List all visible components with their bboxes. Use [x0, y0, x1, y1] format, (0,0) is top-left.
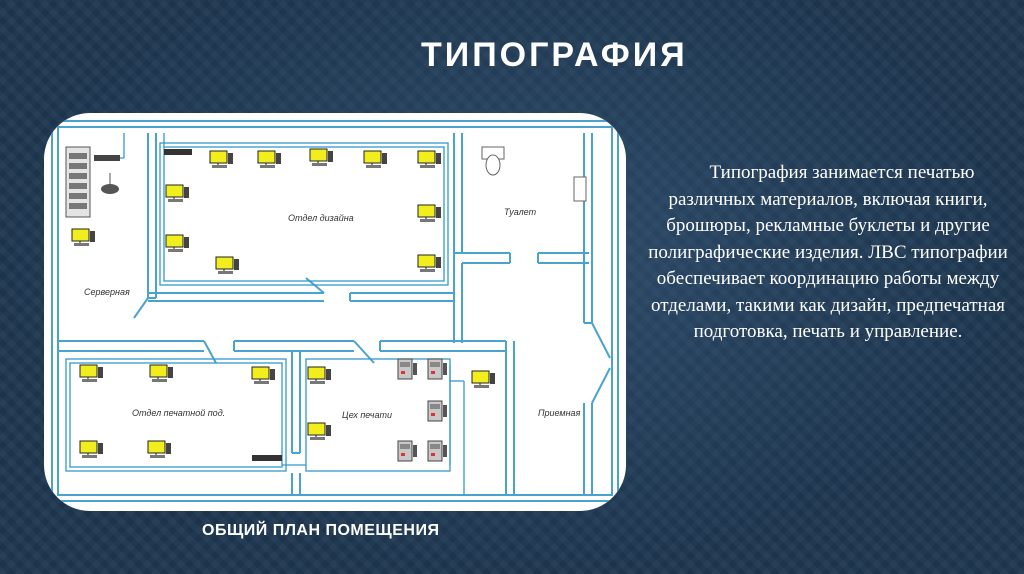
room-label-reception: Приемная	[538, 408, 581, 418]
description-text: Типография занимается печатью различных …	[648, 162, 1008, 342]
room-label-prepress: Отдел печатной под.	[132, 408, 225, 418]
server-rack	[65, 146, 120, 218]
lan-cables	[65, 133, 465, 495]
interior-walls	[58, 133, 611, 495]
plan-caption: ОБЩИЙ ПЛАН ПОМЕЩЕНИЯ	[202, 522, 440, 539]
workstations-server	[71, 228, 96, 247]
outer-walls	[51, 120, 619, 502]
network-switch-prepress	[252, 455, 282, 461]
slide-description: Типография занимается печатью различных …	[640, 160, 1016, 346]
toilet-fixture	[481, 146, 505, 176]
slide-title: ТИПОГРАФИЯ	[421, 36, 688, 74]
floor-plan-image: Серверная Отдел дизайна Туалет Отдел печ…	[44, 113, 626, 511]
room-label-server: Серверная	[84, 287, 130, 297]
workstations-design	[165, 148, 442, 275]
room-label-print: Цех печати	[342, 410, 392, 420]
printers	[397, 358, 448, 462]
room-label-toilet: Туалет	[504, 207, 537, 217]
room-label-design: Отдел дизайна	[288, 213, 354, 223]
network-switch-design	[164, 149, 192, 155]
reception-door-fixture	[573, 176, 587, 202]
floor-plan-diagram: Серверная Отдел дизайна Туалет Отдел печ…	[51, 120, 619, 502]
